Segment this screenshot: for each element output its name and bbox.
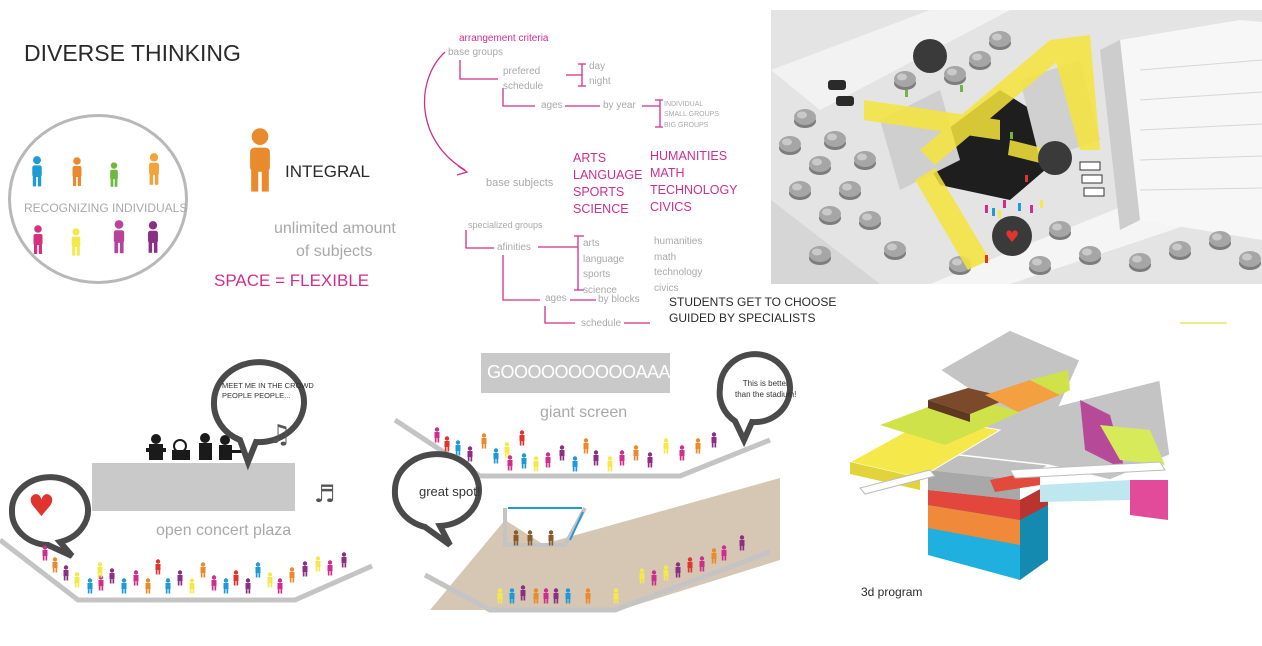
subject-technology: TECHNOLOGY: [650, 183, 738, 197]
tree-base-subjects: base subjects: [486, 177, 554, 189]
giant-screen-label: giant screen: [540, 404, 628, 421]
afinities-left: arts language sports science: [583, 236, 624, 298]
great-spot-bubble-text: great spot!: [419, 484, 481, 499]
3d-program-label: 3d program: [861, 585, 923, 599]
tree-schedule: schedule: [503, 81, 544, 92]
projection-cone: [430, 478, 780, 610]
page-title: DIVERSE THINKING: [24, 40, 241, 66]
afin-math: math: [654, 251, 677, 263]
subject-arts: ARTS: [573, 151, 607, 165]
tree-afinities: afinities: [497, 242, 531, 253]
concert-bubble-line-1: MEET ME IN THE CROWD: [222, 381, 314, 390]
students-line-2: GUIDED BY SPECIALISTS: [669, 311, 816, 325]
tree-small-groups: SMALL GROUPS: [664, 111, 719, 118]
tree-day: day: [589, 61, 606, 72]
students-line-1: STUDENTS GET TO CHOOSE: [669, 295, 837, 309]
tree-night: night: [589, 76, 611, 87]
stadium-bubble-line-1: This is better: [742, 379, 789, 388]
concert-bubble-text: MEET ME IN THE CROWD PEOPLE PEOPLE...: [222, 381, 314, 401]
tree-individual: INDIVIDUAL: [664, 101, 704, 108]
subject-sports: SPORTS: [573, 185, 625, 199]
subjects-right: HUMANITIES MATH TECHNOLOGY CIVICS: [650, 148, 738, 216]
tree-big-groups: BIG GROUPS: [664, 122, 709, 129]
afin-science: science: [583, 284, 617, 296]
tree-ages: ages: [541, 100, 563, 111]
circle-label: RECOGNIZING INDIVIDUALS: [24, 201, 188, 215]
tree-schedule-2: schedule: [581, 318, 622, 329]
giant-screen-text: GOOOOOOOOOOAAAL!!!!!: [487, 362, 703, 382]
afin-technology: technology: [654, 267, 703, 278]
band-silhouette: [146, 433, 244, 460]
afin-arts: arts: [583, 238, 600, 249]
unlimited-line-1: unlimited amount: [274, 220, 396, 237]
tree-prefered: prefered: [503, 66, 541, 77]
subject-science: SCIENCE: [573, 202, 629, 216]
concert-bubble-line-2: PEOPLE PEOPLE...: [222, 391, 291, 400]
music-note-icon-2: ♬: [314, 480, 336, 508]
subject-language: LANGUAGE: [573, 168, 643, 182]
unlimited-line-2: of subjects: [296, 243, 373, 260]
tree-ages-2: ages: [545, 293, 567, 304]
subject-math: MATH: [650, 166, 685, 180]
tree-arrangement: arrangement criteria: [459, 33, 549, 44]
tree-by-blocks: by blocks: [598, 294, 640, 305]
concert-label: open concert plaza: [156, 522, 292, 539]
afinities-right: humanities math technology civics: [654, 234, 702, 296]
individuals-circle: [8, 114, 188, 284]
afin-civics: civics: [654, 282, 679, 294]
afin-language: language: [583, 253, 625, 265]
giant-screen: [481, 353, 670, 393]
stadium-bubble-text: This is better than the stadium!: [735, 378, 796, 400]
subjects-left: ARTS LANGUAGE SPORTS SCIENCE: [573, 150, 642, 218]
concert-stage: [92, 463, 295, 511]
heart-icon: ♥: [28, 489, 55, 524]
tree-specialized-groups: specialized groups: [468, 220, 543, 230]
afin-sports: sports: [583, 269, 611, 280]
svg-text:♥: ♥: [1005, 227, 1019, 246]
music-note-icon: ♫: [268, 420, 292, 450]
tree-base-groups: base groups: [448, 47, 504, 58]
subject-civics: CIVICS: [650, 200, 692, 214]
integral-label: INTEGRAL: [285, 162, 371, 181]
subject-humanities: HUMANITIES: [650, 149, 728, 163]
afin-humanities: humanities: [654, 236, 703, 247]
tree-by-year: by year: [603, 100, 636, 111]
stadium-bubble-line-2: than the stadium!: [735, 390, 797, 399]
students-note: STUDENTS GET TO CHOOSE GUIDED BY SPECIAL…: [669, 294, 836, 326]
space-flexible: SPACE = FLEXIBLE: [214, 271, 370, 290]
